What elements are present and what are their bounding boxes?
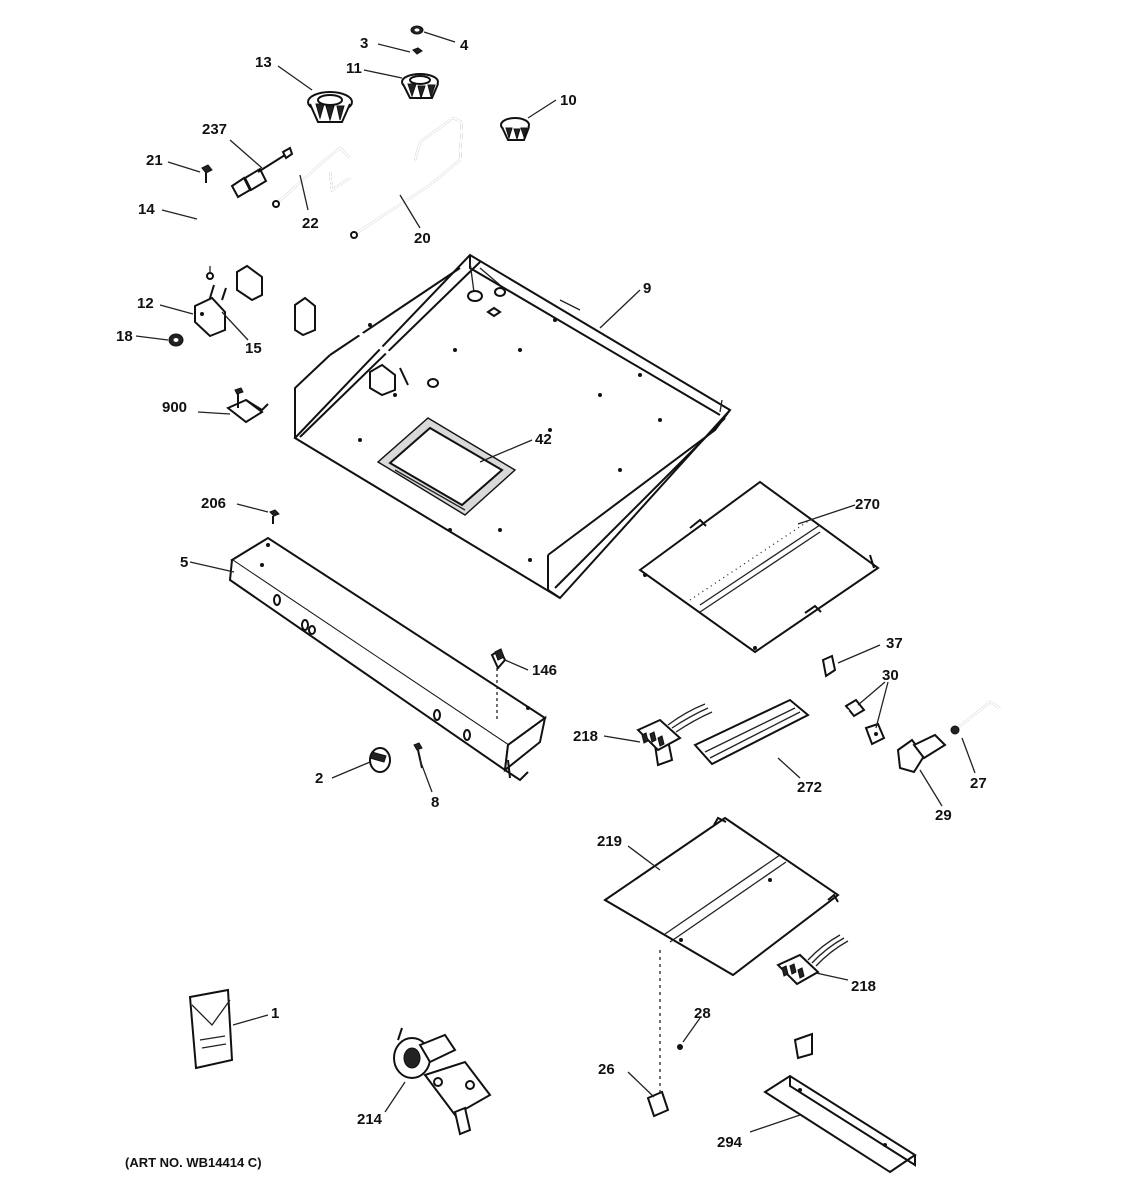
- callout-900: 900: [162, 399, 187, 416]
- knob-part-2: [369, 747, 391, 773]
- callout-labels: 3 4 13 11 10 237 21 14 22 20 9 12 15 18 …: [116, 35, 987, 1151]
- burner-part-26: [646, 1015, 813, 1118]
- art-number-caption: (ART NO. WB14414 C): [125, 1155, 262, 1170]
- callout-30: 30: [882, 667, 899, 684]
- regulator-valve-part-214: [393, 1027, 492, 1136]
- callout-28: 28: [694, 1005, 711, 1022]
- fitting-part-237: [230, 146, 294, 199]
- callout-5: 5: [180, 554, 188, 571]
- envelope-part-1: [188, 988, 234, 1070]
- tube-part-22: [272, 146, 351, 208]
- callout-21: 21: [146, 152, 163, 169]
- callout-27: 27: [970, 775, 987, 792]
- shield-part-270: [638, 480, 880, 654]
- burner-head-part-13: [307, 91, 353, 123]
- callout-4: 4: [460, 37, 469, 54]
- igniter-part-218-lower: [776, 934, 849, 986]
- callout-37: 37: [886, 635, 903, 652]
- callout-20: 20: [414, 230, 431, 247]
- tube-part-20: [350, 116, 464, 239]
- callout-219: 219: [597, 833, 622, 850]
- burner-head-part-10: [500, 117, 530, 141]
- elbow-part-29: [896, 733, 947, 774]
- orifice-part-30: [844, 698, 886, 746]
- callout-218-lower: 218: [851, 978, 876, 995]
- callout-146: 146: [532, 662, 557, 679]
- callout-218-upper: 218: [573, 728, 598, 745]
- valve-bracket-part-12: [194, 266, 227, 338]
- callout-270: 270: [855, 496, 880, 513]
- callout-26: 26: [598, 1061, 615, 1078]
- callout-8: 8: [431, 794, 439, 811]
- deflector-part-272: [693, 698, 810, 766]
- callout-18: 18: [116, 328, 133, 345]
- screw-part-8: [413, 742, 423, 769]
- leader-lines: [135, 31, 976, 1133]
- callout-272: 272: [797, 779, 822, 796]
- callout-214: 214: [357, 1111, 383, 1128]
- callout-12: 12: [137, 295, 154, 312]
- nut-part-4: [410, 25, 424, 35]
- burner-box-part-9: [293, 253, 732, 600]
- callout-13: 13: [255, 54, 272, 71]
- washer-part-3: [412, 47, 423, 55]
- nut-part-18: [168, 333, 184, 347]
- callout-237: 237: [202, 121, 227, 138]
- screw-part-206: [269, 509, 280, 524]
- callout-11: 11: [346, 60, 362, 77]
- callout-22: 22: [302, 215, 319, 232]
- callout-14: 14: [138, 201, 155, 218]
- manifold-pipe-part-14: [193, 184, 439, 397]
- callout-15: 15: [245, 340, 262, 357]
- callout-42: 42: [535, 431, 552, 448]
- manifold-panel-part-5: [228, 536, 547, 782]
- screw-part-21: [201, 164, 213, 183]
- bracket-part-900: [226, 387, 269, 424]
- callout-294: 294: [717, 1134, 743, 1151]
- callout-3: 3: [360, 35, 368, 52]
- burner-box-opening-part-42: [376, 417, 517, 516]
- tube-part-27: [950, 700, 1001, 742]
- bracket-part-37: [821, 654, 837, 678]
- callout-9: 9: [643, 280, 651, 297]
- callout-206: 206: [201, 495, 226, 512]
- callout-10: 10: [560, 92, 577, 109]
- callout-2: 2: [315, 770, 323, 787]
- shield-part-219: [603, 816, 840, 1095]
- burner-head-part-11: [401, 73, 439, 100]
- igniter-part-218-upper: [636, 703, 713, 752]
- callout-1: 1: [271, 1005, 279, 1022]
- callout-29: 29: [935, 807, 952, 824]
- baffle-part-294: [763, 1074, 917, 1174]
